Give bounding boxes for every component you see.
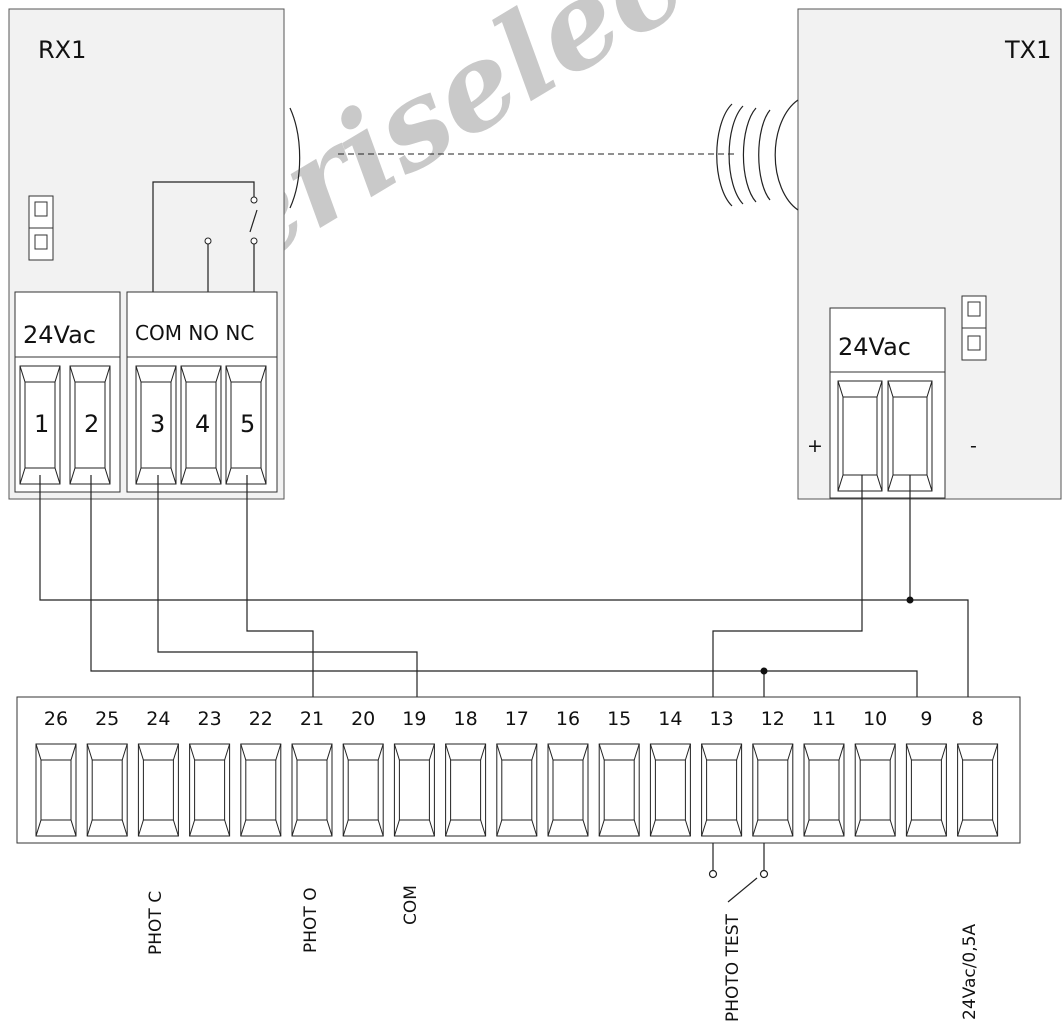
board-terminal: [854, 743, 896, 837]
board-terminal: [547, 743, 589, 837]
tx1-label: TX1: [1004, 36, 1051, 64]
board-terminal-number: 26: [44, 708, 68, 730]
tx1-plus-label: +: [807, 435, 823, 457]
rx1-terminal-number: 3: [150, 410, 165, 438]
board-terminal-number: 25: [95, 708, 119, 730]
board-terminal-number: 10: [863, 708, 887, 730]
rx1-terminal: 1: [19, 365, 61, 485]
board-terminal: [342, 743, 384, 837]
tx1-power-label: 24Vac: [838, 333, 911, 361]
tx1-terminal: [887, 380, 933, 492]
tx1-terminal: [837, 380, 883, 492]
rx1-terminal: 5: [225, 365, 267, 485]
board-terminal-number: 23: [198, 708, 222, 730]
board-terminal: [445, 743, 487, 837]
rx1-terminal: 4: [180, 365, 222, 485]
rx1-relay-label: COM NO NC: [135, 321, 254, 345]
supply-label: 24Vac/0,5A: [960, 924, 980, 1020]
board-terminal: [752, 743, 794, 837]
wiring: [39, 475, 969, 697]
board-terminal-number: 24: [146, 708, 170, 730]
board-terminal: [496, 743, 538, 837]
tx1-minus-label: -: [970, 435, 977, 457]
photo-test-switch: [708, 843, 769, 903]
board-terminal: [957, 743, 999, 837]
board-terminal-number: 8: [972, 708, 984, 730]
board-terminal: [905, 743, 947, 837]
board-terminal-number: 22: [249, 708, 273, 730]
watermark: eriselectr: [193, 0, 813, 294]
board-terminal-number: 11: [812, 708, 836, 730]
rx1-lens: [289, 107, 301, 209]
board-terminal-number: 16: [556, 708, 580, 730]
board-terminal: [291, 743, 333, 837]
board-terminal-number: 19: [402, 708, 426, 730]
phot-c-label: PHOT C: [146, 891, 166, 955]
junction-dot: [760, 667, 768, 675]
board-terminal: [137, 743, 179, 837]
board-terminal: [649, 743, 691, 837]
board-terminal: [803, 743, 845, 837]
board-terminal: [393, 743, 435, 837]
board-terminal-number: 14: [658, 708, 682, 730]
rx1-terminal-number: 4: [195, 410, 210, 438]
tx1-unit: TX1 24Vac + -: [716, 8, 1062, 500]
rx1-terminal-number: 5: [240, 410, 255, 438]
board-terminal-number: 20: [351, 708, 375, 730]
board-terminal: [598, 743, 640, 837]
rx1-power-label: 24Vac: [23, 321, 96, 349]
rx1-terminal-number: 1: [34, 410, 49, 438]
board-terminal: [86, 743, 128, 837]
photo-test-label: PHOTO TEST: [723, 913, 743, 1022]
phot-o-label: PHOT O: [301, 887, 321, 953]
tx1-lens: [774, 99, 799, 211]
rx1-unit: RX1 24Vac COM NO NC 1 2 3 4 5: [8, 8, 301, 500]
board-terminal-number: 21: [300, 708, 324, 730]
rx1-terminal: 3: [135, 365, 177, 485]
rx1-terminal: 2: [69, 365, 111, 485]
board-terminal-number: 9: [920, 708, 932, 730]
junction-dot: [906, 596, 914, 604]
board-terminal-number: 18: [454, 708, 478, 730]
board-terminal: [189, 743, 231, 837]
board-terminal-number: 12: [761, 708, 785, 730]
board-terminal: [240, 743, 282, 837]
board-terminal: [701, 743, 743, 837]
board-terminal-number: 17: [505, 708, 529, 730]
rx1-terminal-number: 2: [84, 410, 99, 438]
board-terminal-number: 15: [607, 708, 631, 730]
terminal-board: 26 25 24 23 22 21 20 19 18 17 16 15 14 13 12 11 10 9 8: [16, 696, 1021, 844]
board-terminal: [35, 743, 77, 837]
board-terminal-number: 13: [710, 708, 734, 730]
com-label: COM: [401, 885, 421, 925]
rx1-label: RX1: [38, 36, 86, 64]
